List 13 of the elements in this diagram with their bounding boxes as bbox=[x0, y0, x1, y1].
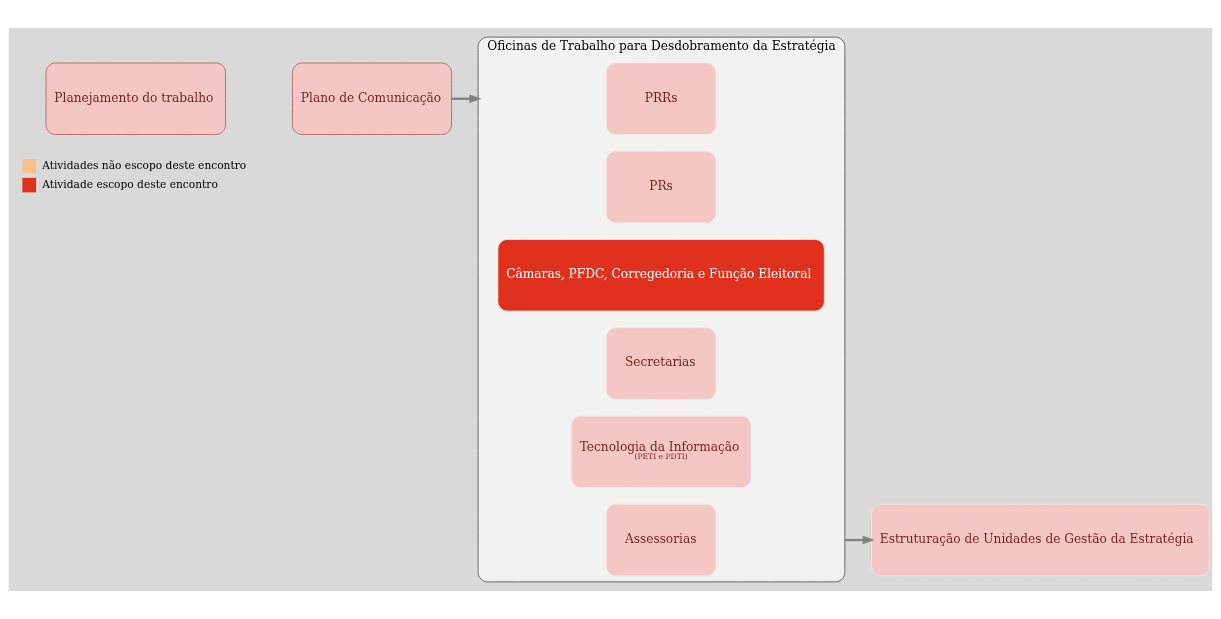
node-box: PRs bbox=[605, 150, 717, 224]
arrow bbox=[844, 535, 875, 545]
node-box: Secretarias bbox=[605, 327, 717, 400]
node-box: Tecnologia da Informação (PETI e PDTI) bbox=[570, 415, 752, 488]
legend-label: Atividades não escopo deste encontro bbox=[42, 158, 247, 172]
legend-label: Atividade escopo deste encontro bbox=[42, 177, 218, 191]
node-box: Estruturação de Unidades de Gestão da Estratégia bbox=[871, 503, 1210, 577]
node-box: Assessorias bbox=[605, 503, 717, 577]
node-box: Planejamento do trabalho bbox=[45, 62, 226, 135]
arrow bbox=[451, 94, 482, 104]
node-box: Plano de Comunicação bbox=[292, 62, 452, 135]
node-box: Câmaras, PFDC, Corregedoria e Função Eleitoral bbox=[497, 239, 825, 312]
node-box: PRRs bbox=[605, 62, 717, 135]
